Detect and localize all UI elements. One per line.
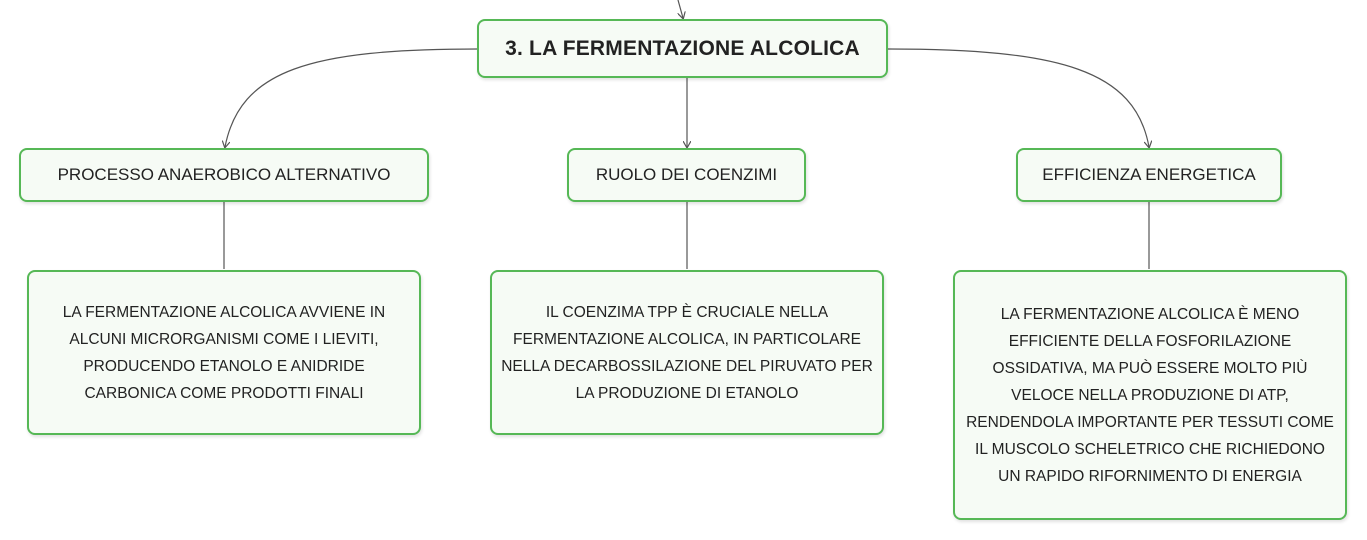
detail-node-processo-anaerobico[interactable]: LA FERMENTAZIONE ALCOLICA AVVIENE IN ALC…: [27, 270, 421, 435]
connector-root-to-branch-3: [887, 48, 1149, 147]
detail-node-ruolo-coenzimi[interactable]: IL COENZIMA TPP È CRUCIALE NELLA FERMENT…: [490, 270, 884, 435]
detail-text: LA FERMENTAZIONE ALCOLICA AVVIENE IN ALC…: [62, 303, 386, 402]
detail-text: IL COENZIMA TPP È CRUCIALE NELLA FERMENT…: [501, 303, 873, 402]
root-topic-node[interactable]: 3. LA FERMENTAZIONE ALCOLICA: [477, 19, 888, 78]
detail-text: LA FERMENTAZIONE ALCOLICA È MENO EFFICIE…: [966, 305, 1334, 485]
branch-label: PROCESSO ANAEROBICO ALTERNATIVO: [57, 165, 391, 184]
branch-node-ruolo-coenzimi[interactable]: RUOLO DEI COENZIMI: [567, 148, 806, 202]
connector-incoming-root: [677, 0, 683, 18]
branch-label: RUOLO DEI COENZIMI: [595, 165, 778, 184]
branch-node-efficienza-energetica[interactable]: EFFICIENZA ENERGETICA: [1016, 148, 1282, 202]
detail-node-efficienza-energetica[interactable]: LA FERMENTAZIONE ALCOLICA È MENO EFFICIE…: [953, 270, 1347, 520]
connector-root-to-branch-1: [225, 48, 478, 147]
branch-label: EFFICIENZA ENERGETICA: [1042, 165, 1256, 184]
branch-node-processo-anaerobico[interactable]: PROCESSO ANAEROBICO ALTERNATIVO: [19, 148, 429, 202]
root-topic-label: 3. LA FERMENTAZIONE ALCOLICA: [505, 36, 860, 60]
